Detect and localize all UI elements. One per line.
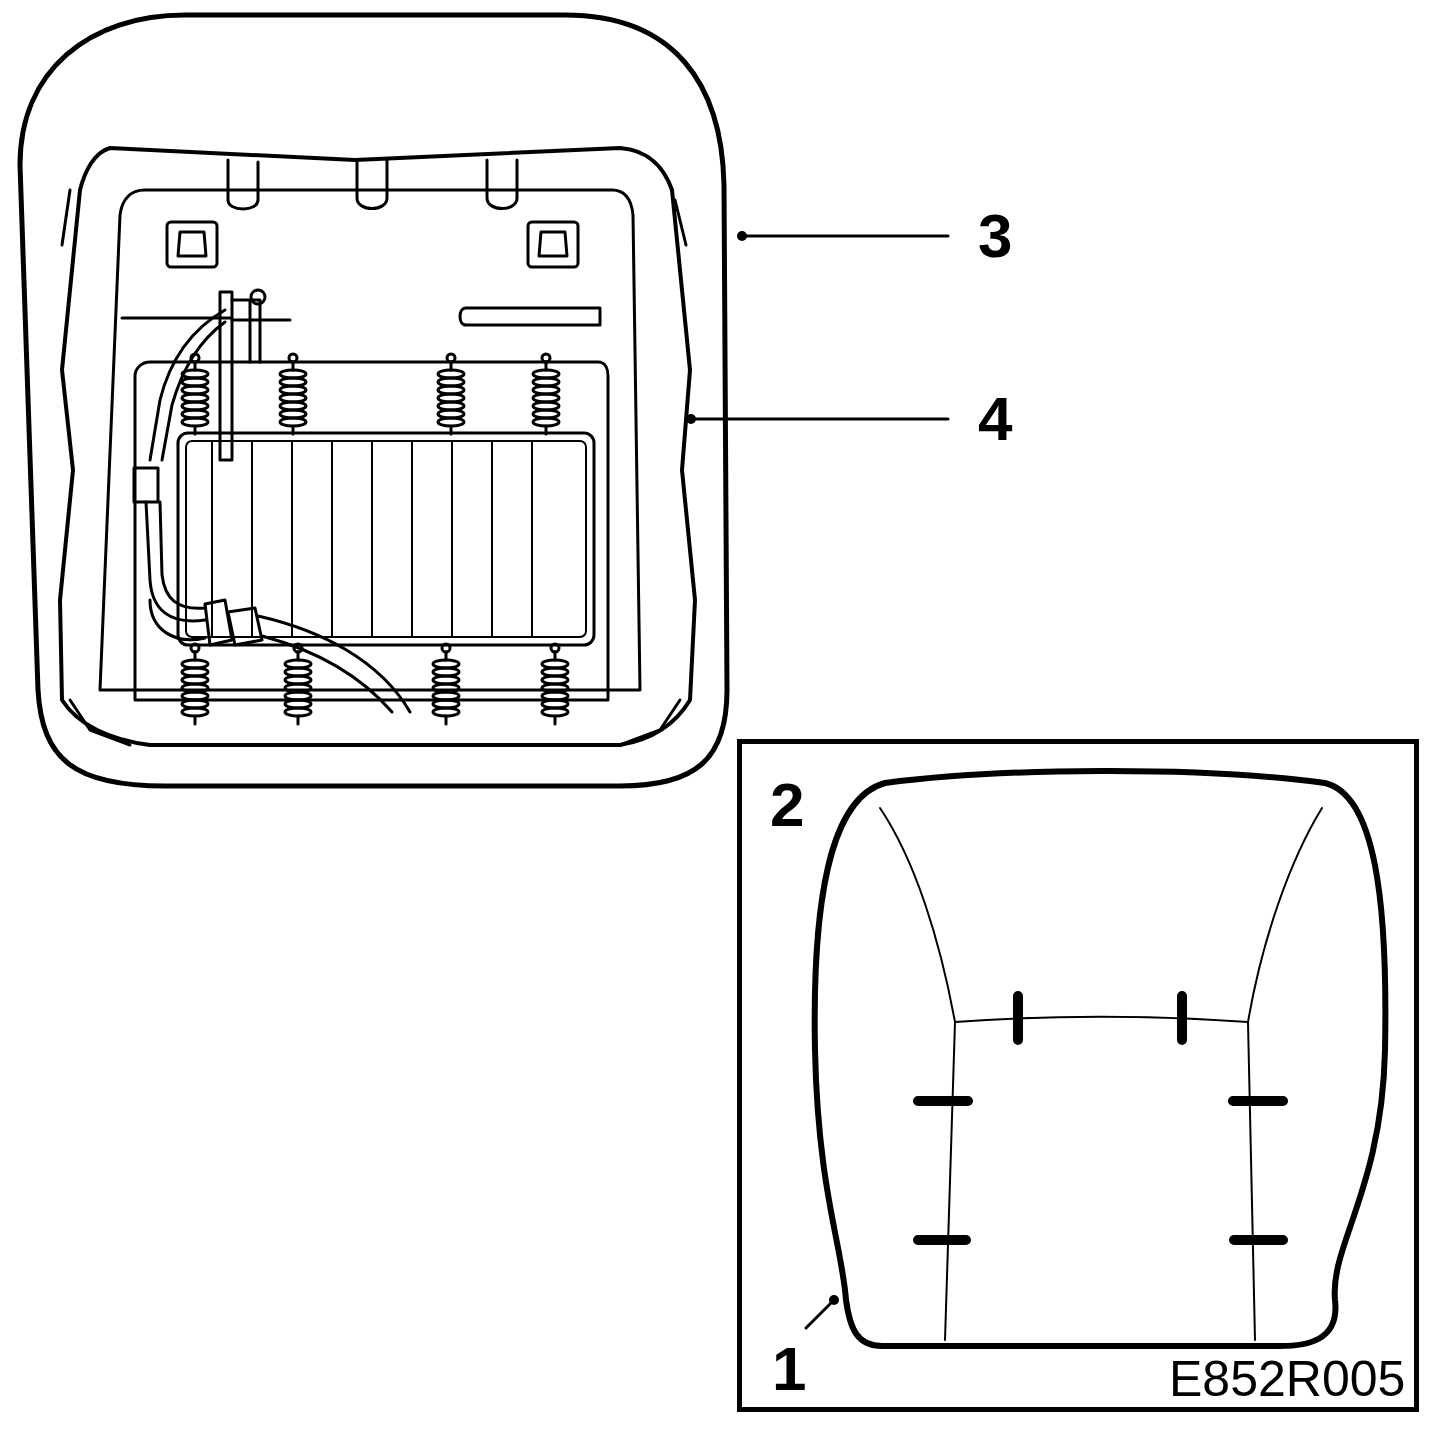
figure-code: E852R005: [1169, 1354, 1405, 1404]
callout-number: 2: [770, 774, 804, 836]
callout-number: 3: [978, 205, 1012, 267]
callout-number: 1: [772, 1338, 806, 1400]
inset-frame: 2 1 E852R005: [737, 739, 1419, 1412]
callout-number: 4: [978, 388, 1012, 450]
